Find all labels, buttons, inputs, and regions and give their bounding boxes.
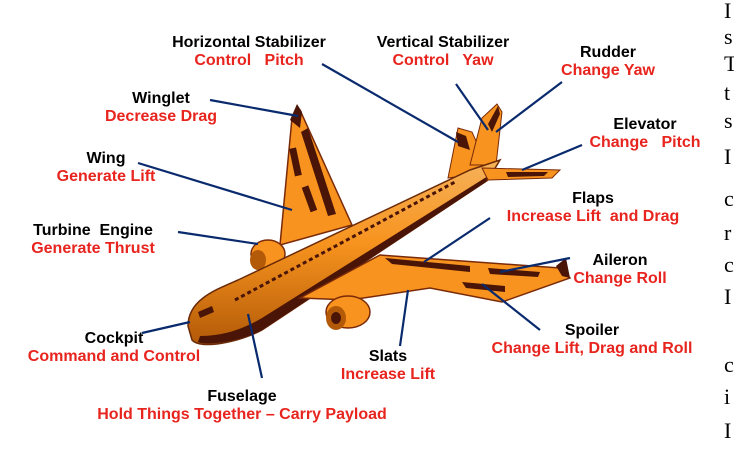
right-engine-core: [331, 312, 341, 324]
leader-winglet: [209, 98, 299, 118]
label-horizontal-stabilizer: Horizontal Stabilizer Control Pitch: [172, 34, 326, 70]
vertical-stabilizer-name: Vertical Stabilizer: [376, 34, 510, 51]
aileron-name: Aileron: [592, 252, 648, 269]
edge-char: c: [724, 186, 734, 211]
edge-char: c: [724, 352, 734, 377]
spoiler-role: Change Lift, Drag and Roll: [491, 340, 693, 357]
edge-char: I: [724, 144, 732, 169]
winglet-name: Winglet: [132, 90, 190, 107]
label-flaps: Flaps Increase Lift and Drag: [507, 190, 680, 226]
flaps-shape: [385, 258, 470, 272]
aileron-shape: [488, 268, 540, 277]
leader-rudder: [495, 81, 563, 133]
label-slats: Slats Increase Lift: [341, 348, 435, 384]
wing-name: Wing: [86, 150, 126, 167]
label-rudder: Rudder Change Yaw: [561, 44, 655, 80]
turbine-engine-role: Generate Thrust: [31, 240, 155, 257]
winglet-role: Decrease Drag: [104, 108, 218, 125]
edge-char: I: [724, 418, 732, 443]
label-elevator: Elevator Change Pitch: [589, 116, 700, 152]
leader-fuselage: [246, 313, 264, 379]
edge-char: i: [724, 384, 731, 409]
label-winglet: Winglet Decrease Drag: [105, 90, 217, 126]
label-fuselage: Fuselage Hold Things Together – Carry Pa…: [97, 388, 387, 424]
horizontal-stabilizer-name: Horizontal Stabilizer: [172, 34, 326, 51]
cockpit-window: [198, 306, 214, 318]
vertical-stabilizer-role: Control Yaw: [392, 52, 494, 69]
left-wing-slot-1: [289, 147, 302, 177]
edge-char: s: [724, 24, 733, 49]
label-vertical-stabilizer: Vertical Stabilizer Control Yaw: [377, 34, 510, 70]
cockpit-role: Command and Control: [27, 348, 201, 365]
edge-char: I: [724, 284, 732, 309]
fuselage-role: Hold Things Together – Carry Payload: [97, 406, 387, 423]
fuselage-name: Fuselage: [207, 388, 277, 405]
label-wing: Wing Generate Lift: [57, 150, 156, 186]
cockpit-name: Cockpit: [84, 330, 144, 347]
elevator-role: Change Pitch: [589, 134, 701, 151]
leader-turbine-engine: [177, 230, 259, 246]
edge-char: t: [724, 80, 731, 105]
elevator-name: Elevator: [613, 116, 677, 133]
edge-char: c: [724, 252, 734, 277]
leader-wing: [137, 161, 293, 212]
aileron-role: Change Roll: [573, 270, 667, 287]
left-engine-intake: [250, 250, 266, 270]
flaps-name: Flaps: [572, 190, 614, 207]
label-turbine-engine: Turbine Engine Generate Thrust: [31, 222, 155, 258]
rudder-shape: [488, 106, 500, 132]
leader-elevator: [521, 143, 583, 172]
wing-role: Generate Lift: [56, 168, 156, 185]
right-winglet: [556, 258, 570, 278]
label-aileron: Aileron Change Roll: [573, 252, 666, 288]
edge-char: s: [724, 108, 733, 133]
rudder-role: Change Yaw: [561, 62, 655, 79]
leader-spoiler: [481, 283, 541, 331]
tail-dark-strip: [456, 132, 470, 150]
spoiler-shape: [462, 282, 505, 292]
leader-horizontal-stabilizer: [321, 63, 459, 143]
slats-role: Increase Lift: [340, 366, 436, 383]
label-spoiler: Spoiler Change Lift, Drag and Roll: [492, 322, 693, 358]
slats-name: Slats: [368, 348, 408, 365]
edge-char: r: [724, 220, 732, 245]
leader-vertical-stabilizer: [455, 83, 489, 131]
leader-cockpit: [141, 320, 191, 335]
elevator-strip: [506, 172, 548, 177]
spoiler-name: Spoiler: [564, 322, 620, 339]
edge-char: I: [724, 0, 732, 23]
leader-aileron: [499, 256, 571, 274]
leader-flaps: [423, 217, 491, 263]
label-cockpit: Cockpit Command and Control: [28, 330, 200, 366]
rudder-name: Rudder: [580, 44, 636, 61]
leader-lines: [137, 63, 583, 379]
turbine-engine-name: Turbine Engine: [33, 222, 153, 239]
flaps-role: Increase Lift and Drag: [506, 208, 680, 225]
leader-slats: [398, 289, 410, 347]
left-wing-slot-2: [301, 185, 318, 213]
horizontal-stabilizer-role: Control Pitch: [194, 52, 304, 69]
left-wing-flap: [301, 128, 336, 216]
edge-char: T: [724, 51, 734, 76]
